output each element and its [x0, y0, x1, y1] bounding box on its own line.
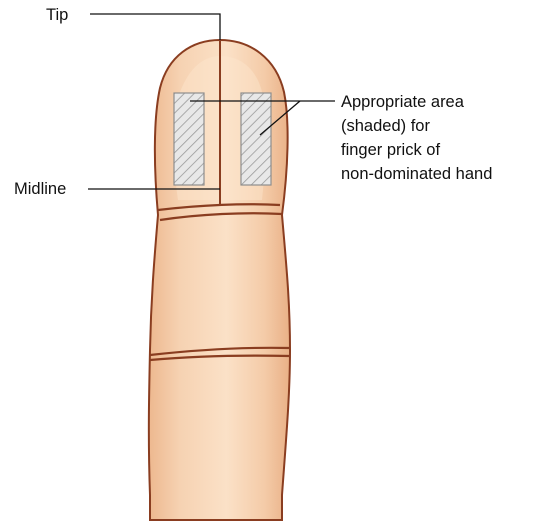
- area-label-line-4: non-dominated hand: [341, 165, 492, 183]
- tip-label: Tip: [46, 6, 68, 24]
- area-label-line-2: (shaded) for: [341, 117, 430, 135]
- shaded-area-left: [174, 93, 204, 185]
- area-label-line-3: finger prick of: [341, 141, 440, 159]
- area-label-line-1: Appropriate area: [341, 93, 465, 111]
- tip-leader: [90, 14, 220, 40]
- midline-label: Midline: [14, 180, 66, 198]
- shaded-area-right: [241, 93, 271, 185]
